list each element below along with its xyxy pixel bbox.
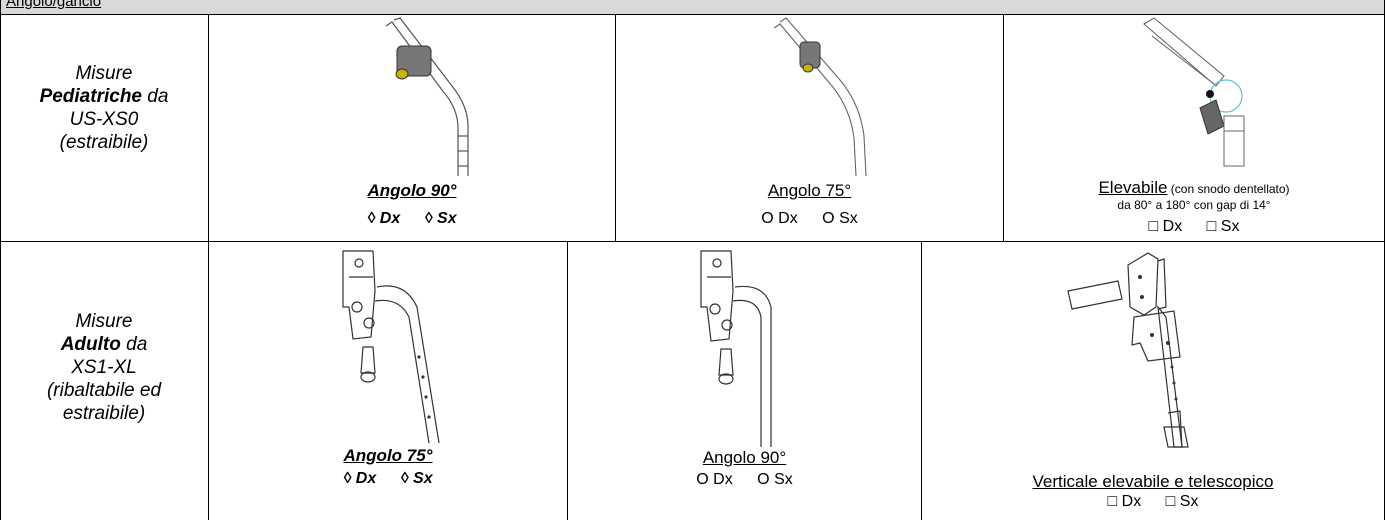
choice-sx[interactable]: ◊ Sx	[424, 210, 457, 227]
row-label-adult: Misure Adulto da XS1-XL (ribaltabile ed …	[0, 310, 208, 425]
label-rest: da	[120, 334, 148, 355]
option-note: da 80° a 180° con gap di 14°	[1117, 198, 1271, 212]
label-column-divider	[208, 14, 209, 520]
option-caption: Verticale elevabile e telescopico	[1032, 472, 1274, 491]
choice-sx[interactable]: O Sx	[822, 210, 858, 227]
option-caption: Angolo 90°	[702, 448, 787, 467]
row2-divider-b	[921, 241, 922, 520]
header-bar: Angolo/gancio	[0, 0, 1385, 15]
choice-dx[interactable]: O Dx	[696, 471, 733, 488]
armrest-75-pediatric-icon	[773, 17, 867, 176]
choice-dx[interactable]: ◊ Dx	[367, 210, 401, 227]
label-line: Misure	[75, 311, 133, 332]
table-border-left	[0, 0, 1, 520]
choice-dx[interactable]: ◊ Dx	[343, 470, 377, 487]
option-pediatric-75: Angolo 75° O Dx O Sx	[616, 16, 1003, 240]
label-line: Pediatriche da	[0, 85, 208, 108]
option-adult-90: Angolo 90° O Dx O Sx	[568, 247, 921, 519]
vertical-telescopic-icon	[1067, 252, 1189, 448]
choice-sx[interactable]: □ Sx	[1206, 218, 1240, 235]
option-caption: Angolo 90°	[367, 181, 457, 200]
option-adult-75: Angolo 75° ◊ Dx ◊ Sx	[209, 247, 567, 519]
option-caption-line: Elevabile (con snodo dentellato)	[1004, 178, 1384, 198]
row-label-pediatric: Misure Pediatriche da US-XS0 (estraibile…	[0, 62, 208, 154]
label-rest: da	[142, 86, 169, 107]
label-line: Misure	[75, 63, 133, 84]
side-choices: O Dx O Sx	[616, 209, 1003, 229]
choice-sx[interactable]: □ Sx	[1165, 493, 1199, 510]
armrest-90-pediatric-icon	[385, 17, 469, 176]
section-title: Angolo/gancio	[6, 0, 102, 10]
option-caption: Angolo 75°	[767, 181, 852, 200]
choice-sx[interactable]: ◊ Sx	[400, 470, 433, 487]
option-pediatric-90: Angolo 90° ◊ Dx ◊ Sx	[209, 16, 615, 240]
choice-dx[interactable]: O Dx	[761, 210, 798, 227]
label-line: (estraibile)	[59, 132, 149, 153]
choice-dx[interactable]: □ Dx	[1148, 218, 1183, 235]
label-line: US-XS0	[69, 109, 139, 130]
choice-dx[interactable]: □ Dx	[1107, 493, 1142, 510]
option-vertical-telescopic: Verticale elevabile e telescopico □ Dx □…	[922, 247, 1384, 519]
choice-sx[interactable]: O Sx	[757, 471, 793, 488]
elevating-joint-icon	[1143, 17, 1245, 167]
side-choices: □ Dx □ Sx	[1004, 217, 1384, 237]
row2-divider-a	[567, 241, 568, 520]
option-caption: Angolo 75°	[343, 446, 433, 465]
side-choices: □ Dx □ Sx	[922, 492, 1384, 512]
label-line: (ribaltabile ed	[46, 380, 162, 401]
row1-divider-a	[615, 14, 616, 241]
side-choices: ◊ Dx ◊ Sx	[209, 469, 567, 489]
label-bold: Adulto	[60, 334, 121, 355]
option-elevating: Elevabile (con snodo dentellato) da 80° …	[1004, 16, 1384, 240]
row-divider	[0, 241, 1385, 242]
label-line: XS1-XL	[71, 357, 137, 378]
armrest-75-adult-icon	[342, 250, 440, 443]
option-caption: Elevabile	[1098, 178, 1168, 197]
label-line: Adulto da	[0, 333, 208, 356]
row1-divider-b	[1003, 14, 1004, 241]
option-caption-extra: (con snodo dentellato)	[1167, 182, 1290, 196]
armrest-90-adult-icon	[699, 250, 772, 447]
side-choices: O Dx O Sx	[568, 470, 921, 490]
label-bold: Pediatriche	[39, 86, 142, 107]
side-choices: ◊ Dx ◊ Sx	[209, 209, 615, 229]
label-line: estraibile)	[62, 403, 146, 424]
